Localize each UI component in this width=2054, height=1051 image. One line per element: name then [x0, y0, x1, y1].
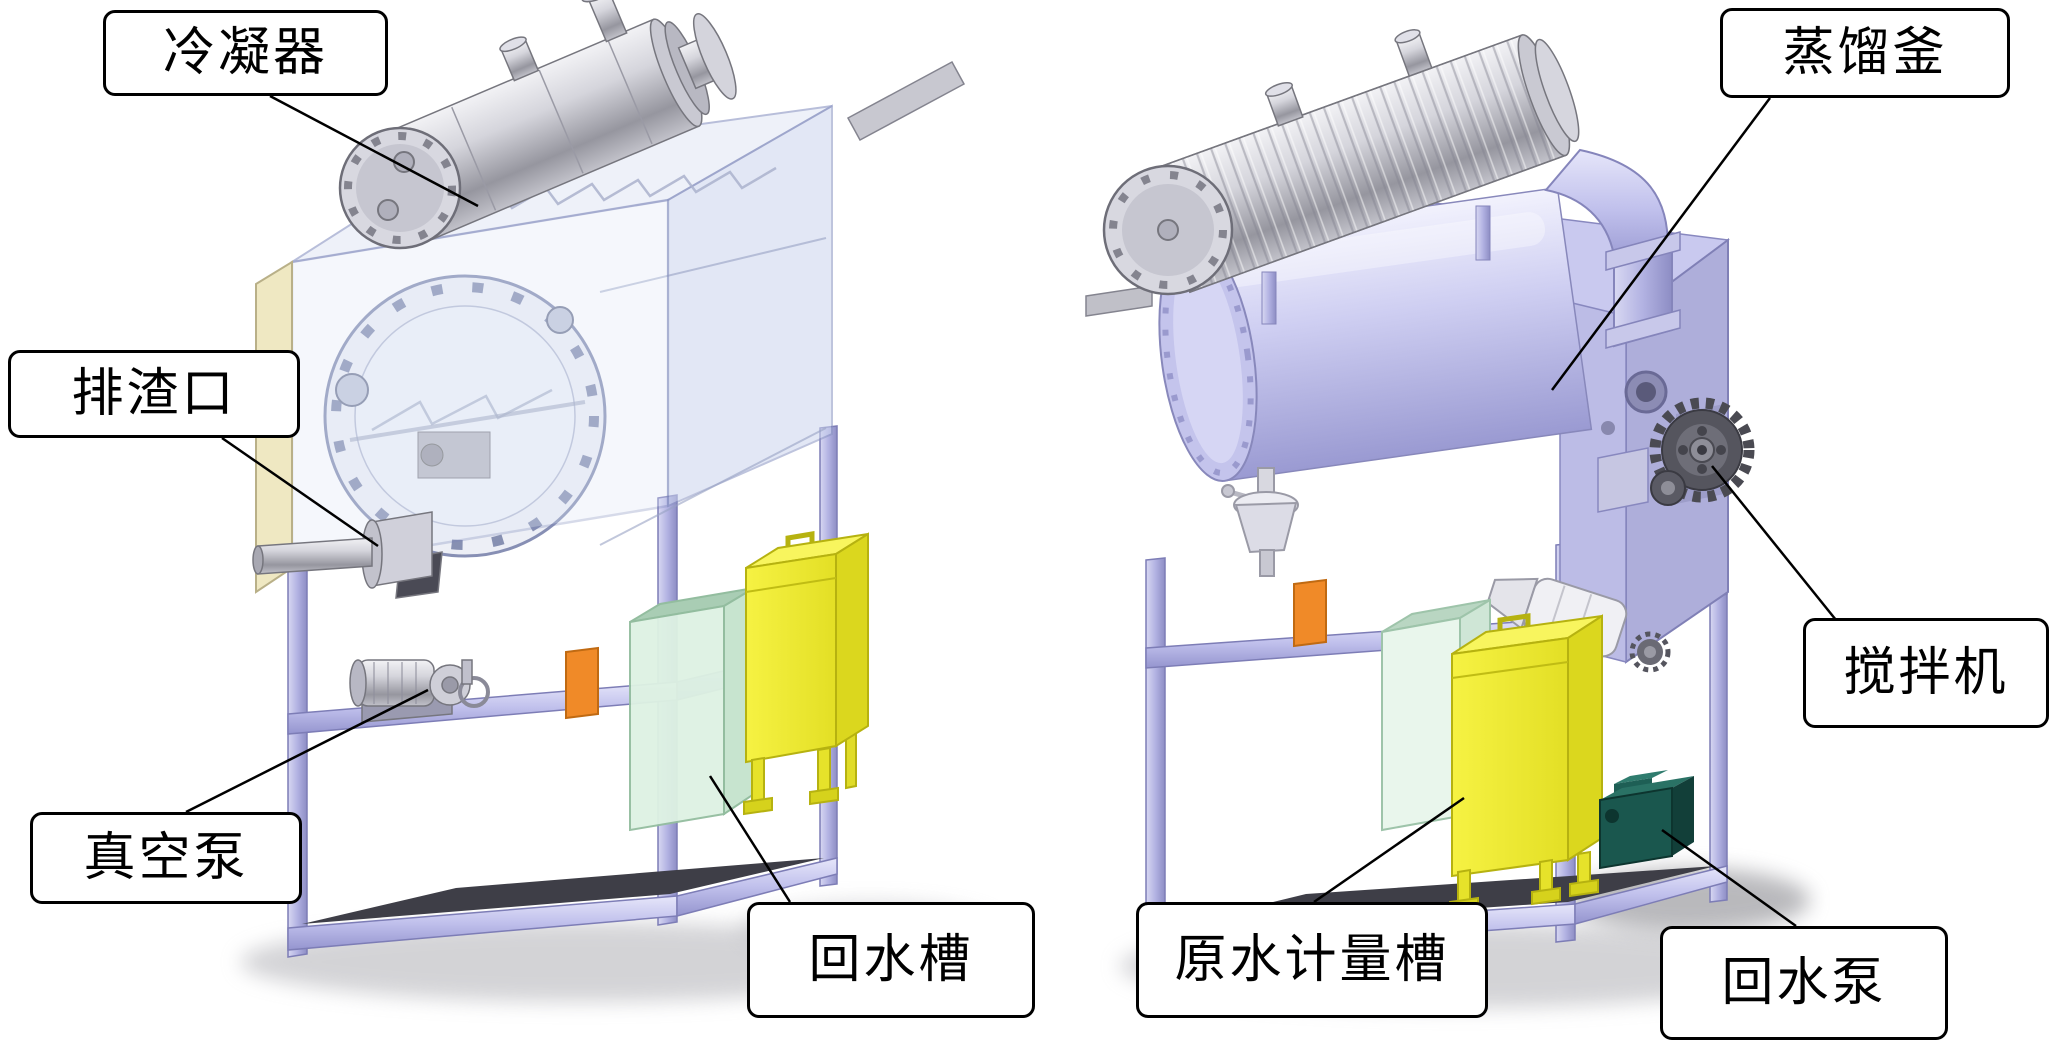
label-distillation-still: 蒸馏釜 [1720, 8, 2010, 98]
label-return-water-tank: 回水槽 [747, 902, 1035, 1018]
label-raw-water-metering-tank: 原水计量槽 [1136, 902, 1488, 1018]
label-condenser: 冷凝器 [103, 10, 388, 96]
rear-bracket-3d [846, 60, 966, 142]
right-orange-fitting-3d [1293, 578, 1327, 648]
leader-lines [185, 94, 1837, 928]
label-slag-discharge-port: 排渣口 [8, 350, 300, 438]
raw-water-metering-tank-3d [1449, 613, 1603, 916]
vacuum-pump-3d [349, 659, 490, 723]
leader-vacuum-pump [185, 688, 429, 814]
return-water-tank-3d [629, 586, 755, 832]
leader-raw-water-metering-tank [1313, 796, 1465, 904]
label-agitator: 搅拌机 [1803, 618, 2049, 728]
left-yellow-tank-3d [743, 531, 869, 816]
leader-return-water-pump [1661, 828, 1797, 928]
left-condenser-3d [338, 0, 737, 250]
slag-outlet-3d [252, 511, 443, 599]
leader-return-water-tank [708, 775, 792, 903]
distillation-still-3d [1085, 179, 1730, 664]
left-assembly [252, 0, 966, 958]
agitator-drive-3d [1649, 397, 1755, 506]
leader-condenser [269, 94, 479, 208]
right-assembly [1085, 29, 1755, 963]
leader-slag-discharge-port [221, 436, 379, 548]
leader-agitator [1711, 465, 1837, 621]
left-base-floor [302, 858, 824, 924]
feed-valve-3d [1221, 467, 1299, 577]
leader-distillation-still [1550, 97, 1772, 391]
return-water-pump-3d [1599, 770, 1694, 870]
right-condenser-3d [1102, 29, 1681, 349]
left-orange-fitting-3d [565, 646, 599, 720]
label-return-water-pump: 回水泵 [1660, 926, 1948, 1040]
label-vacuum-pump: 真空泵 [30, 812, 302, 904]
